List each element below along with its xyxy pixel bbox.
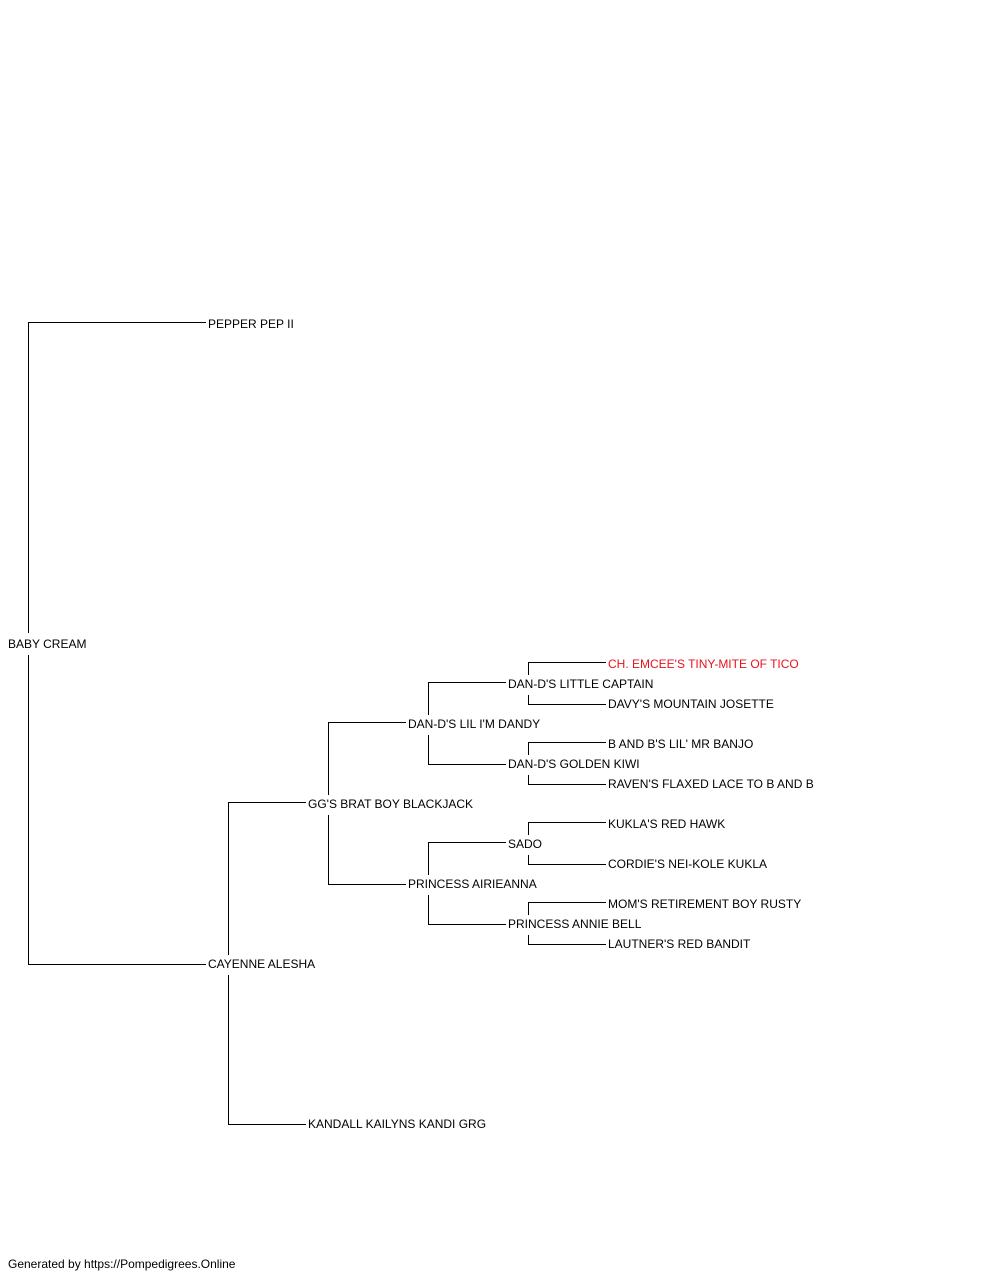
- connector-line: [528, 775, 606, 785]
- gen4-ancestor-name: DAN-D'S LITTLE CAPTAIN: [508, 677, 656, 691]
- connector-line: [228, 802, 306, 955]
- gen3-ancestor-name: PRINCESS AIRIEANNA: [408, 877, 539, 891]
- gen5-ancestor-name: MOM'S RETIREMENT BOY RUSTY: [608, 897, 804, 911]
- gen5-ancestor-name: CORDIE'S NEI-KOLE KUKLA: [608, 857, 769, 871]
- gen4-ancestor-name: DAN-D'S GOLDEN KIWI: [508, 757, 642, 771]
- connector-line: [528, 935, 606, 945]
- gen3-ancestor-name: DAN-D'S LIL I'M DANDY: [408, 717, 543, 731]
- gen5-ancestor-name: LAUTNER'S RED BANDIT: [608, 937, 753, 951]
- dam-sire-name: GG'S BRAT BOY BLACKJACK: [308, 797, 476, 811]
- connector-line: [28, 322, 206, 633]
- connector-line: [528, 855, 606, 865]
- champion-ancestor-name: CH. EMCEE'S TINY-MITE OF TICO: [608, 657, 801, 671]
- connector-line: [428, 682, 506, 715]
- connector-line: [528, 742, 606, 755]
- connector-line: [328, 815, 406, 885]
- connector-line: [28, 655, 206, 965]
- connector-line: [528, 662, 606, 675]
- connector-line: [428, 895, 506, 925]
- dam-name: CAYENNE ALESHA: [208, 957, 318, 971]
- gen5-ancestor-name: RAVEN'S FLAXED LACE TO B AND B: [608, 777, 816, 791]
- gen4-ancestor-name: SADO: [508, 837, 545, 851]
- sire-name: PEPPER PEP II: [208, 317, 296, 331]
- gen4-ancestor-name: PRINCESS ANNIE BELL: [508, 917, 644, 931]
- dam-dam-name: KANDALL KAILYNS KANDI GRG: [308, 1117, 489, 1131]
- gen5-ancestor-name: KUKLA'S RED HAWK: [608, 817, 728, 831]
- subject-name: BABY CREAM: [8, 637, 89, 651]
- connector-line: [328, 722, 406, 795]
- connector-line: [528, 695, 606, 705]
- connector-line: [228, 975, 306, 1125]
- connector-line: [528, 902, 606, 915]
- generated-by-footer: Generated by https://Pompedigrees.Online: [8, 1257, 236, 1271]
- gen5-ancestor-name: B AND B'S LIL' MR BANJO: [608, 737, 756, 751]
- connector-line: [528, 822, 606, 835]
- connector-line: [428, 735, 506, 765]
- gen5-ancestor-name: DAVY'S MOUNTAIN JOSETTE: [608, 697, 776, 711]
- connector-line: [428, 842, 506, 875]
